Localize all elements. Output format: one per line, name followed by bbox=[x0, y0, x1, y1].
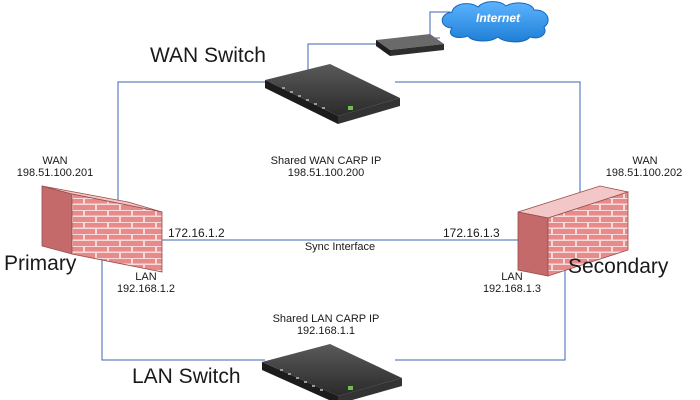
secondary-wan-title: WAN bbox=[632, 155, 658, 167]
primary-wan-title: WAN bbox=[42, 155, 68, 167]
secondary-label: Secondary bbox=[568, 255, 669, 278]
wan-link-primary bbox=[117, 81, 270, 200]
primary-label: Primary bbox=[4, 252, 77, 275]
router-icon bbox=[376, 34, 444, 56]
wan-switch-label: WAN Switch bbox=[150, 44, 266, 67]
secondary-lan-ip: 192.168.1.3 bbox=[482, 283, 542, 295]
sync-interface-label: Sync Interface bbox=[304, 241, 376, 253]
secondary-sync-ip: 172.16.1.3 bbox=[443, 226, 500, 240]
primary-lan-ip: 192.168.1.2 bbox=[116, 283, 176, 295]
shared-lan-carp-title: Shared LAN CARP IP bbox=[272, 313, 380, 325]
lan-switch-label: LAN Switch bbox=[132, 365, 241, 388]
shared-wan-carp-title: Shared WAN CARP IP bbox=[270, 155, 382, 167]
shared-wan-carp-ip: 198.51.100.200 bbox=[287, 167, 365, 179]
primary-wan-ip: 198.51.100.201 bbox=[16, 167, 94, 179]
secondary-firewall-icon bbox=[517, 185, 630, 277]
connection-lines bbox=[101, 11, 581, 361]
primary-sync-ip: 172.16.1.2 bbox=[168, 226, 225, 240]
primary-firewall-icon bbox=[41, 185, 163, 273]
internet-cloud-icon bbox=[441, 1, 549, 43]
wan-switch-icon bbox=[265, 64, 400, 124]
internet-label: Internet bbox=[476, 11, 521, 25]
lan-link-primary bbox=[101, 255, 265, 361]
uplink-wan-switch bbox=[307, 43, 378, 72]
lan-link-secondary bbox=[395, 250, 566, 361]
secondary-lan-title: LAN bbox=[501, 271, 523, 283]
shared-lan-carp-ip: 192.168.1.1 bbox=[296, 325, 356, 337]
wan-link-secondary bbox=[395, 81, 581, 205]
primary-lan-title: LAN bbox=[135, 271, 157, 283]
secondary-wan-ip: 198.51.100.202 bbox=[605, 167, 683, 179]
lan-switch-icon bbox=[262, 344, 402, 400]
